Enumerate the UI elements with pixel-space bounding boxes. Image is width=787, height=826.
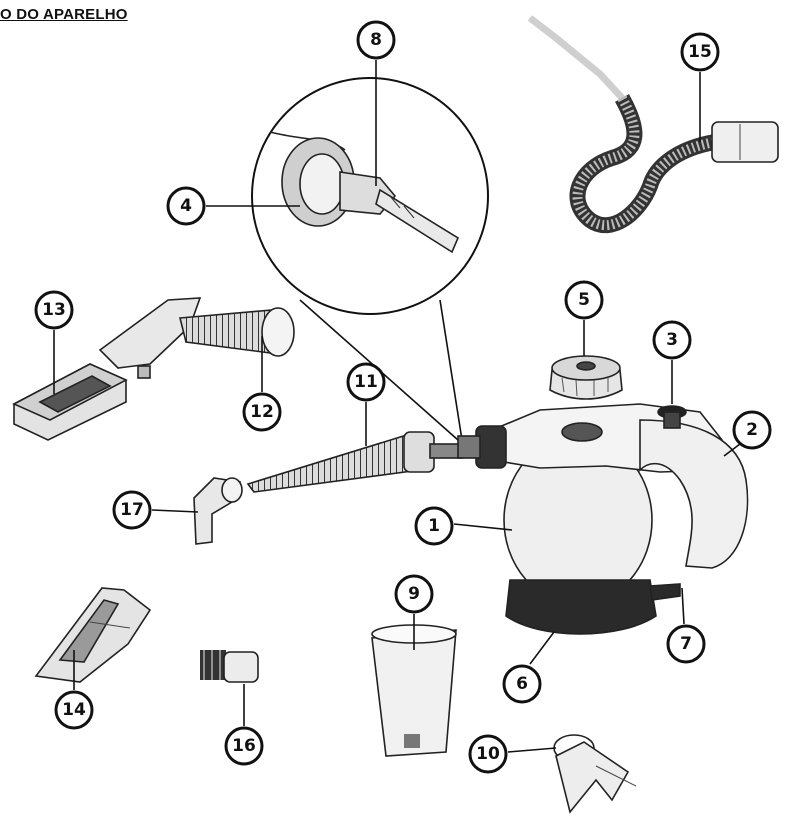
cone-brush [246, 431, 491, 493]
page-title: O DO APARELHO [0, 6, 128, 23]
cloth-cover [34, 587, 152, 683]
callout-6: 6 [502, 664, 542, 704]
callout-7-label: 7 [680, 634, 692, 654]
window-tool-with-brush [98, 297, 295, 379]
tray [12, 363, 128, 441]
callout-5-label: 5 [578, 290, 590, 310]
callout-11: 11 [346, 362, 386, 402]
callout-12: 12 [242, 392, 282, 432]
callout-3: 3 [652, 320, 692, 360]
callout-10-label: 10 [476, 744, 500, 764]
callout-1: 1 [414, 506, 454, 546]
angled-nozzle [193, 477, 243, 545]
callout-8-label: 8 [370, 30, 382, 50]
callout-14: 14 [54, 690, 94, 730]
callout-16-label: 16 [232, 736, 256, 756]
callout-2: 2 [732, 410, 772, 450]
callout-14-label: 14 [62, 700, 86, 720]
callout-5: 5 [564, 280, 604, 320]
callout-7: 7 [666, 624, 706, 664]
callout-11-label: 11 [354, 372, 378, 392]
callout-3-label: 3 [666, 330, 678, 350]
callout-10: 10 [468, 734, 508, 774]
steam-hose [527, 15, 779, 234]
filler-cap [549, 355, 623, 400]
callout-9: 9 [394, 574, 434, 614]
callout-4: 4 [166, 186, 206, 226]
callout-8: 8 [356, 20, 396, 60]
callout-12-label: 12 [250, 402, 274, 422]
steam-cleaner-body [457, 403, 749, 635]
round-brush [200, 650, 259, 683]
callout-4-label: 4 [180, 196, 192, 216]
funnel [553, 734, 637, 814]
callout-1-label: 1 [428, 516, 440, 536]
callout-17: 17 [112, 490, 152, 530]
callout-9-label: 9 [408, 584, 420, 604]
callout-13-label: 13 [42, 300, 66, 320]
callout-17-label: 17 [120, 500, 144, 520]
leader-lines [53, 60, 741, 753]
callout-13: 13 [34, 290, 74, 330]
callout-15: 15 [680, 32, 720, 72]
nozzle-detail-magnifier [251, 77, 489, 441]
callout-15-label: 15 [688, 42, 712, 62]
callout-6-label: 6 [516, 674, 528, 694]
callout-2-label: 2 [746, 420, 758, 440]
callout-16: 16 [224, 726, 264, 766]
